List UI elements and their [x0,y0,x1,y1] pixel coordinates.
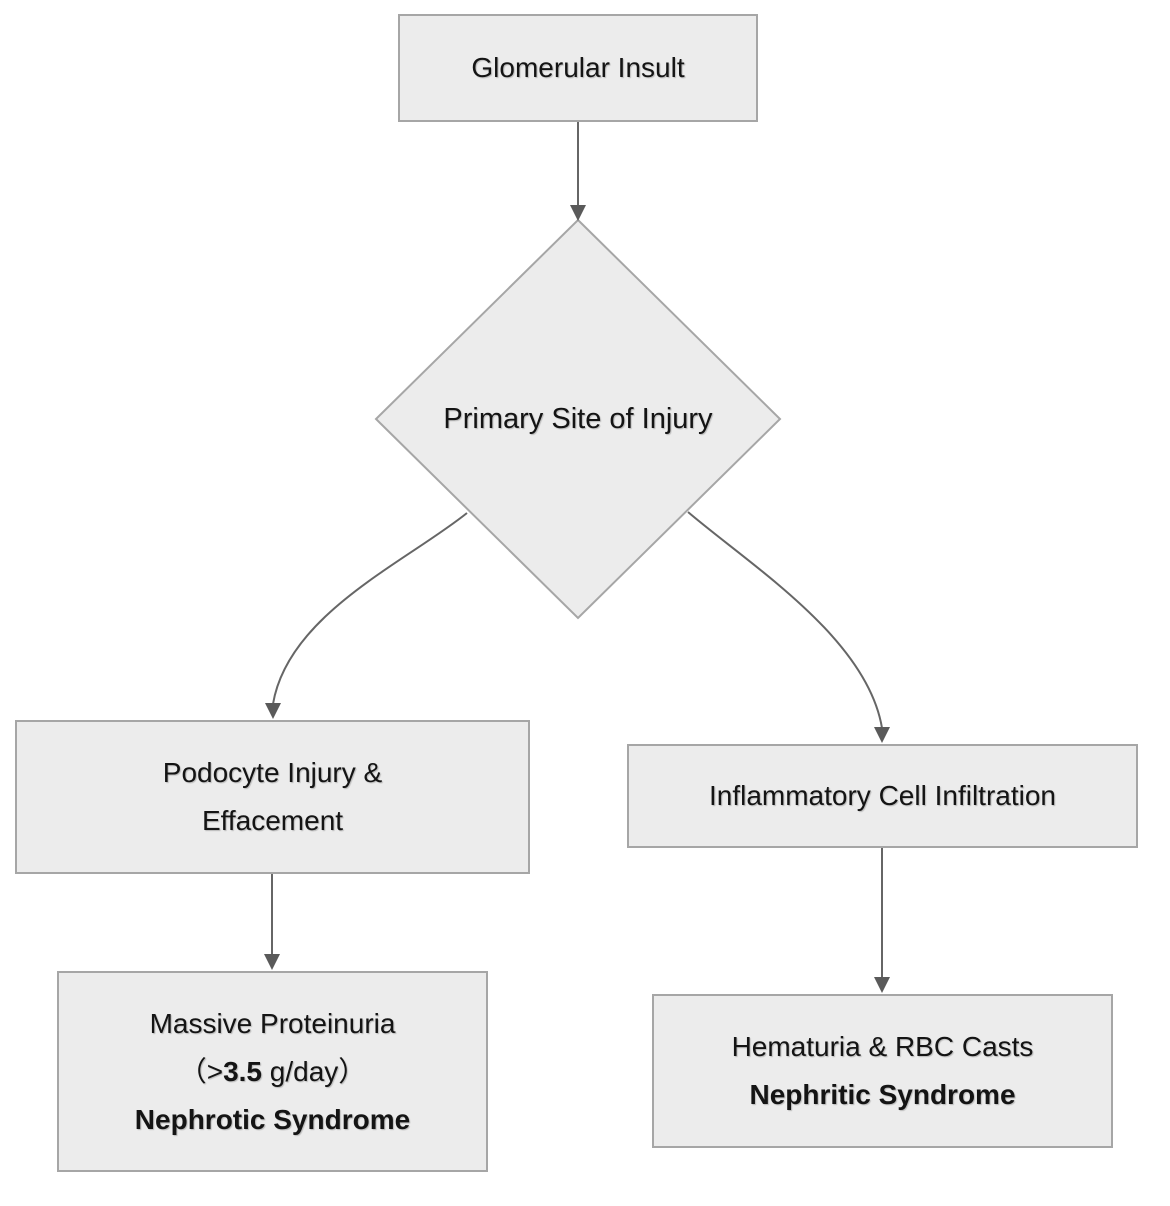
node-podocyte-line2: Effacement [201,805,344,836]
node-podocyte-injury: Podocyte Injury & Effacement [15,720,530,874]
edge-decision-to-inflammatory [687,511,883,729]
node-hematuria-line2: Nephritic Syndrome [749,1079,1016,1110]
node-hematuria-casts: Hematuria & RBC Casts Nephritic Syndrome [652,994,1113,1148]
proteinuria-threshold-suffix: g/day） [262,1055,367,1087]
decision-label-text: Primary Site of Injury [443,402,713,435]
node-inflammatory-infiltration: Inflammatory Cell Infiltration [627,744,1138,848]
node-proteinuria-line3: Nephrotic Syndrome [134,1103,411,1135]
arrowhead-podocyte-to-proteinuria [264,954,280,970]
arrowhead-insult-to-decision [570,205,586,221]
arrowhead-decision-to-podocyte [265,703,281,719]
node-proteinuria-line1: Massive Proteinuria [149,1007,396,1039]
node-podocyte-line1: Podocyte Injury & [162,757,383,788]
proteinuria-threshold-value: 3.5 [223,1055,262,1087]
arrowhead-decision-to-inflammatory [874,727,890,743]
node-glomerular-insult: Glomerular Insult [398,14,758,122]
node-massive-proteinuria: Massive Proteinuria （>3.5 g/day） Nephrot… [57,971,488,1172]
edge-decision-to-podocyte [272,512,468,705]
node-proteinuria-line2: （>3.5 g/day） [179,1048,367,1096]
node-primary-site-label: Primary Site of Injury [408,394,748,444]
decision-diamond-shape [374,218,782,620]
proteinuria-threshold-prefix: （> [178,1055,224,1087]
arrowhead-inflammatory-to-hematuria [874,977,890,993]
node-inflammatory-label: Inflammatory Cell Infiltration [708,780,1056,811]
node-hematuria-line1: Hematuria & RBC Casts [731,1031,1034,1062]
node-glomerular-insult-label: Glomerular Insult [471,52,685,83]
